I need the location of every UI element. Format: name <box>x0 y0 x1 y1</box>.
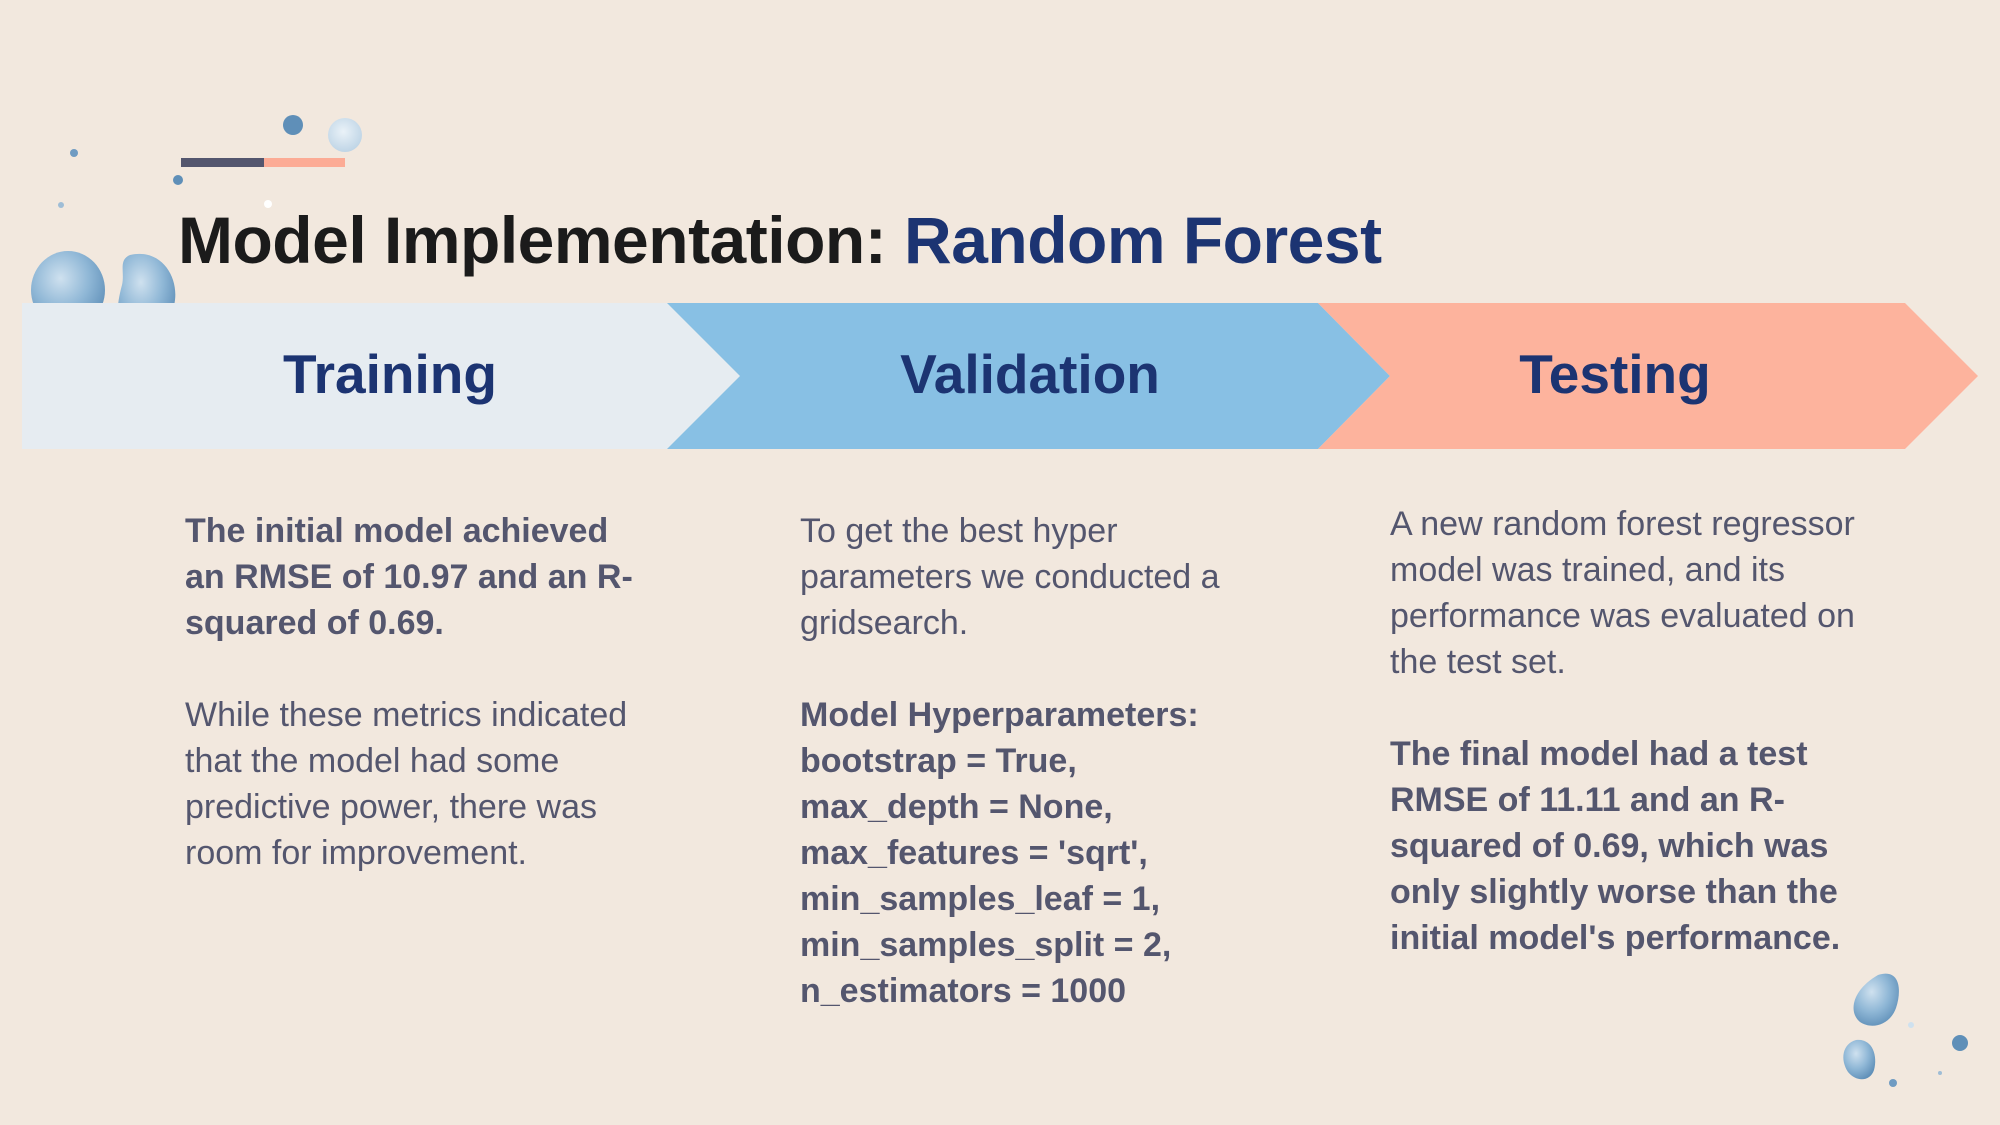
validation-intro: To get the best hyper parameters we cond… <box>800 512 1220 642</box>
validation-description: To get the best hyper parameters we cond… <box>800 508 1270 1014</box>
testing-intro: A new random forest regressor model was … <box>1390 505 1855 681</box>
title-main: Model Implementation: <box>178 203 905 277</box>
paragraph-gap <box>800 646 1270 692</box>
title-accent-bar-peach <box>264 158 345 167</box>
title-accent-bar-dark <box>181 158 264 167</box>
paragraph-gap <box>1390 685 1860 731</box>
training-description: The initial model achieved an RMSE of 10… <box>185 508 655 876</box>
stage-label-testing: Testing <box>1519 343 1711 405</box>
stage-label-training: Training <box>283 343 497 405</box>
paragraph-gap <box>185 646 655 692</box>
validation-hyperparameters: Model Hyperparameters: bootstrap = True,… <box>800 696 1199 1010</box>
stage-label-validation: Validation <box>900 343 1160 405</box>
testing-description: A new random forest regressor model was … <box>1390 501 1860 961</box>
title-accent: Random Forest <box>904 203 1382 277</box>
training-results: The initial model achieved an RMSE of 10… <box>185 512 633 642</box>
training-analysis: While these metrics indicated that the m… <box>185 696 628 872</box>
page-title: Model Implementation: Random Forest <box>178 202 1382 278</box>
testing-results: The final model had a test RMSE of 11.11… <box>1390 735 1841 957</box>
watercolor-dot-icon <box>1843 973 1968 1087</box>
